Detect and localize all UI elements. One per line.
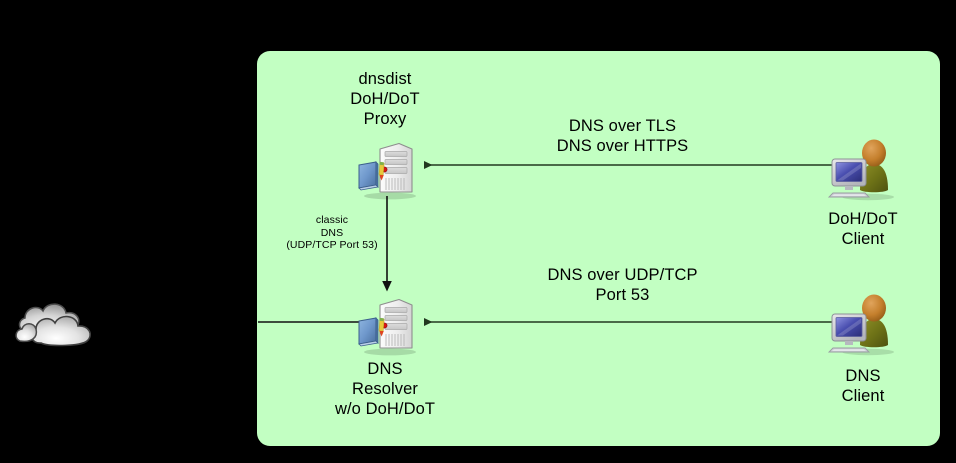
wire-proxy-to-resolver-arrowhead [382,281,392,292]
server-icon [354,296,424,356]
classic-dns-link-label: classic DNS (UDP/TCP Port 53) [286,214,378,252]
user-computer-icon [826,292,900,356]
resolver-title: DNS Resolver w/o DoH/DoT [334,360,436,418]
proxy-title: dnsdist DoH/DoT Proxy [350,70,420,128]
dns-over-tls-link-label: DNS over TLS DNS over HTTPS [556,117,689,155]
dns-client-title: DNS Client [841,367,885,405]
network-zone [257,51,940,446]
cloud-icon [14,291,106,351]
server-icon [354,140,424,200]
user-computer-icon [826,137,900,201]
dns-over-udp-tcp-link-label: DNS over UDP/TCP Port 53 [547,266,698,304]
dohdot-client-title: DoH/DoT Client [828,210,898,248]
